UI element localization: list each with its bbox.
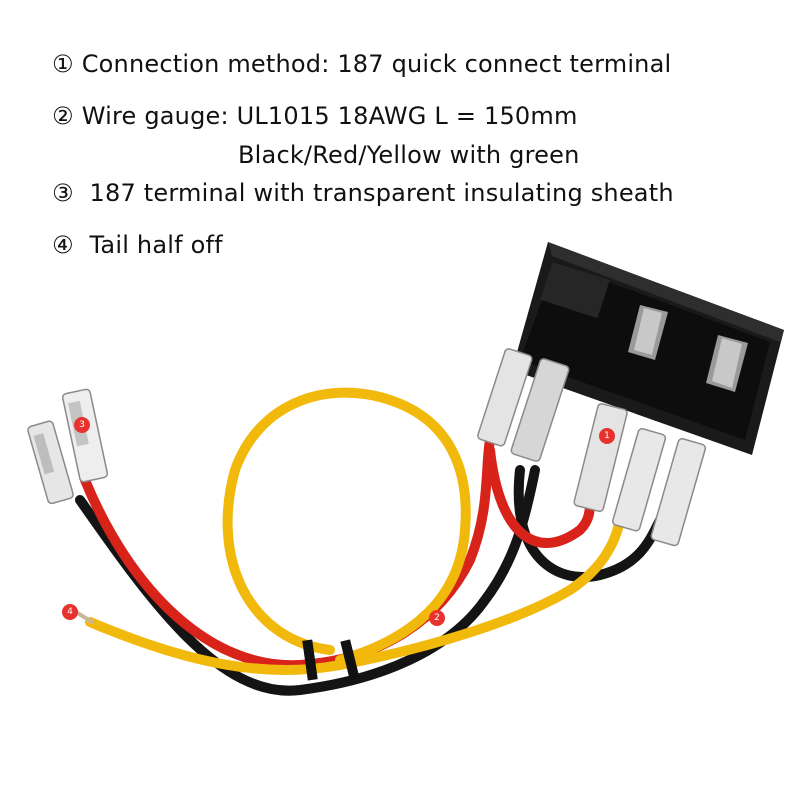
spec-text: 187 terminal with transparent insulating… [81, 179, 674, 207]
marker-1: 1 [599, 428, 615, 444]
spec-marker: ③ [52, 179, 74, 207]
left-terminal [27, 420, 74, 505]
spec-wire-colors: Black/Red/Yellow with green [238, 140, 579, 170]
right-terminal [477, 348, 533, 447]
socket-housing [512, 242, 784, 455]
svg-text:1: 1 [604, 431, 610, 441]
spec-marker: ④ [52, 231, 74, 259]
yellow-wire [85, 515, 625, 675]
marker-2: 2 [429, 610, 445, 626]
right-terminal [510, 358, 570, 462]
black-wire [75, 465, 540, 696]
cable-tie [302, 639, 318, 681]
spec-text: Black/Red/Yellow with green [238, 141, 580, 169]
right-terminal [573, 403, 628, 513]
spec-marker: ② [52, 102, 74, 130]
left-terminal [61, 388, 109, 483]
right-terminal [611, 427, 667, 532]
yellow-wire-loop [222, 387, 471, 665]
spec-text: Tail half off [81, 231, 223, 259]
marker-4: 4 [62, 604, 78, 620]
cable-tie [340, 639, 360, 681]
svg-text:2: 2 [434, 613, 440, 623]
right-terminal [650, 437, 707, 547]
red-wire [485, 445, 595, 548]
spec-text: Wire gauge: UL1015 18AWG L = 150mm [81, 102, 578, 130]
svg-text:3: 3 [79, 420, 85, 430]
spec-terminal: ③ 187 terminal with transparent insulati… [52, 178, 674, 208]
marker-3: 3 [74, 417, 90, 433]
spec-tail: ④ Tail half off [52, 230, 223, 260]
spec-text: Connection method: 187 quick connect ter… [81, 50, 672, 78]
spec-marker: ① [52, 50, 74, 78]
stripped-tail [74, 610, 94, 624]
svg-text:4: 4 [67, 607, 73, 617]
